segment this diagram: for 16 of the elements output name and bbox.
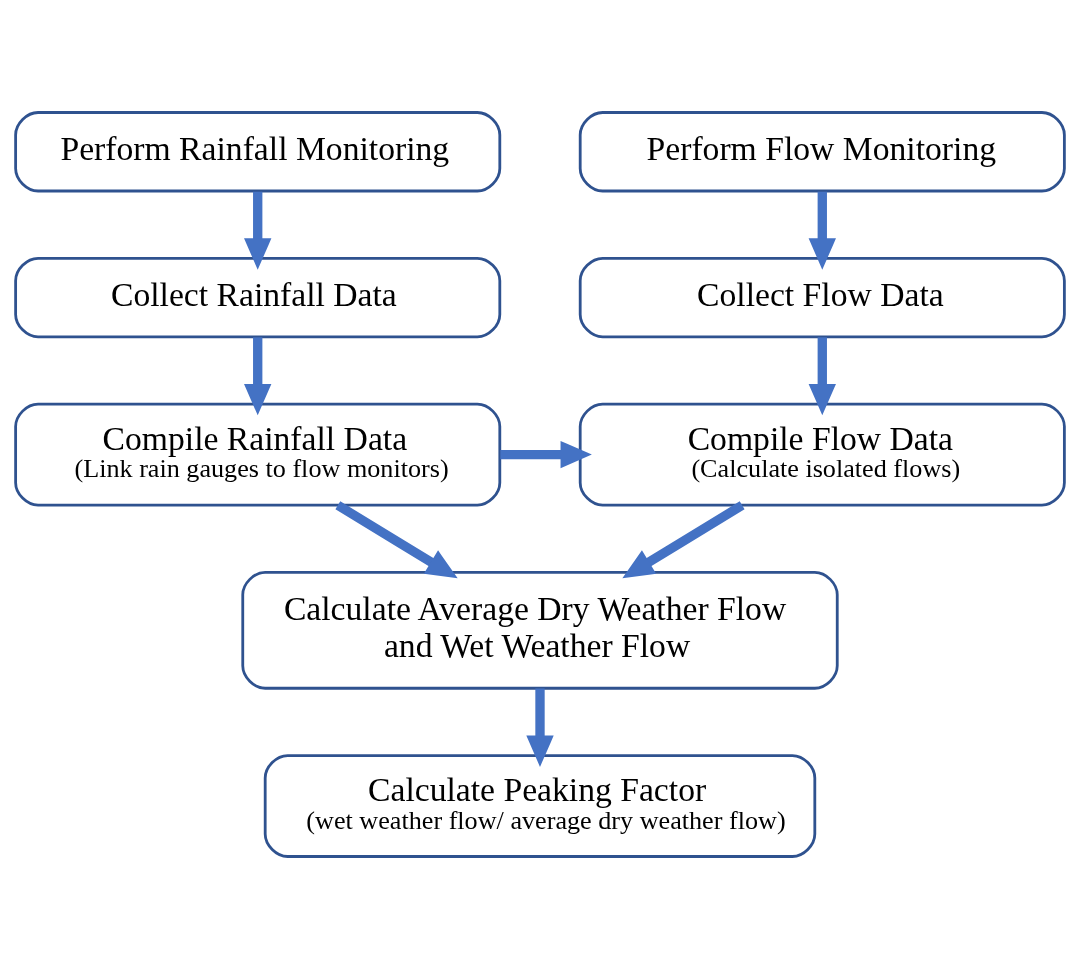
node-box: Calculate Peaking Factor (wet weather flow/ average dry weather flow) — [263, 753, 817, 858]
arrow — [244, 336, 272, 415]
node-box: Collect Rainfall Data — [14, 256, 502, 338]
node-box: Collect Flow Data — [578, 256, 1066, 338]
node-box: Compile Rainfall Data (Link rain gauges to flow monitors) — [14, 402, 502, 506]
arrow — [622, 500, 745, 578]
node-box: Perform Rainfall Monitoring — [14, 110, 502, 192]
arrow — [335, 500, 458, 578]
arrow — [244, 191, 272, 270]
node-box: Calculate Average Dry Weather Flow and Wet Weather Flow — [241, 570, 839, 690]
arrow — [808, 191, 836, 270]
node-box: Compile Flow Data (Calculate isolated flows) — [578, 402, 1066, 506]
arrow — [526, 688, 554, 767]
arrow — [808, 336, 836, 415]
arrow — [500, 440, 592, 468]
node-box: Perform Flow Monitoring — [578, 110, 1066, 192]
